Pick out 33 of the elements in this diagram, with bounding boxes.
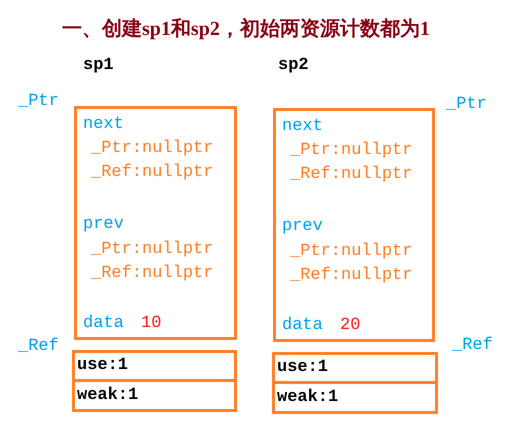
variable-name: sp1 (83, 56, 114, 76)
member-text: _Ref:nullptr (290, 165, 412, 185)
object-box (74, 106, 237, 340)
object-box (273, 108, 435, 342)
member-text: _Ptr:nullptr (290, 141, 412, 161)
counter-box (272, 352, 438, 384)
field-name: prev (83, 215, 124, 235)
member-text: _Ref:nullptr (91, 264, 214, 284)
member-text: _Ptr:nullptr (290, 242, 412, 262)
pointer-label: _Ref (18, 337, 59, 357)
pointer-label: _Ptr (18, 92, 59, 112)
field-name: data (282, 316, 323, 336)
field-value: 20 (340, 316, 360, 336)
member-text: _Ref:nullptr (290, 266, 412, 286)
counter-text: use:1 (277, 358, 328, 378)
counter-text: use:1 (77, 356, 128, 376)
field-name: next (282, 117, 323, 137)
counter-text: weak:1 (277, 388, 338, 408)
counter-text: weak:1 (77, 386, 138, 406)
field-name: data (83, 314, 124, 334)
member-text: _Ref:nullptr (91, 163, 214, 183)
member-text: _Ptr:nullptr (91, 240, 214, 260)
counter-box (72, 350, 237, 382)
variable-name: sp2 (278, 56, 309, 76)
field-name: next (83, 115, 124, 135)
title: 一、创建sp1和sp2，初始两资源计数都为1 (62, 16, 430, 42)
field-name: prev (282, 217, 323, 237)
pointer-label: _Ptr (446, 95, 487, 115)
member-text: _Ptr:nullptr (91, 139, 214, 159)
field-value: 10 (141, 314, 162, 334)
counter-box (272, 381, 438, 414)
counter-box (72, 379, 237, 412)
pointer-label: _Ref (452, 336, 493, 356)
